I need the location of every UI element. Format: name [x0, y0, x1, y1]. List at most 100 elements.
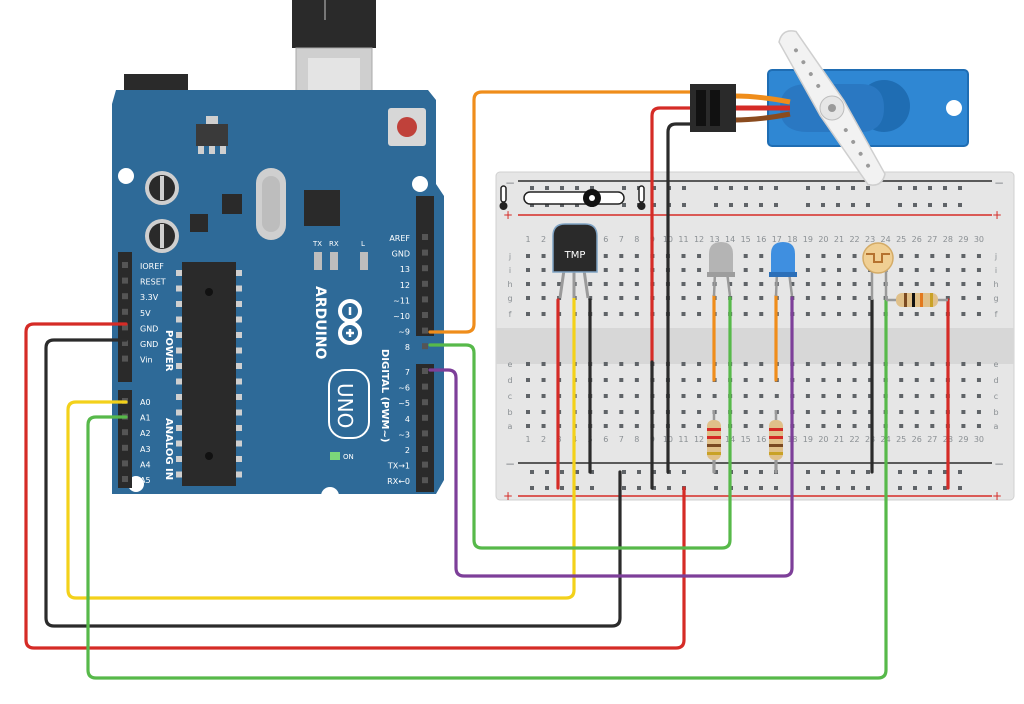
- digital-pin-label: 8: [405, 343, 410, 352]
- analog-pin-label: A1: [140, 414, 151, 423]
- row-letter-label: d: [507, 376, 512, 385]
- row-letter-label: c: [508, 392, 512, 401]
- digital-pin-label: 2: [405, 446, 410, 455]
- column-number-label: 23: [865, 435, 875, 444]
- rail-plus-bottom-left: +: [503, 489, 513, 503]
- row-letter-label: e: [508, 360, 513, 369]
- uno-badge: UNO: [328, 369, 370, 439]
- blue-led[interactable]: [769, 242, 797, 297]
- digital-pin-label: 4: [405, 415, 410, 424]
- temperature-sensor[interactable]: TMP: [552, 223, 598, 299]
- digital-pin-label: 12: [400, 281, 410, 290]
- row-letter-label: a: [508, 422, 513, 431]
- arduino-logo: [338, 299, 362, 345]
- row-letter-label: b: [507, 408, 512, 417]
- rail-plus-bottom-right: +: [992, 489, 1002, 503]
- digital-pin-label: ~6: [398, 384, 410, 393]
- column-number-label: 25: [896, 235, 906, 244]
- microcontroller-chip: [176, 262, 242, 486]
- servo-motor[interactable]: [690, 25, 969, 191]
- arduino-uno-board: TX RX L ON ARDUINO UNO DIGITAL: [112, 90, 444, 505]
- digital-pin-label: ~9: [398, 328, 410, 337]
- wire-pin9-orange: [428, 90, 694, 334]
- resistor[interactable]: [769, 410, 783, 460]
- row-letter-label: j: [994, 252, 997, 261]
- rail-plus-top-left: +: [503, 208, 513, 222]
- column-number-label: 11: [678, 235, 688, 244]
- column-number-label: 17: [772, 235, 782, 244]
- column-number-label: 21: [834, 435, 844, 444]
- column-number-label: 29: [958, 235, 968, 244]
- white-led[interactable]: [707, 242, 735, 297]
- power-pin-label: RESET: [140, 278, 166, 287]
- column-number-label: 7: [619, 435, 624, 444]
- row-letter-label: d: [993, 376, 998, 385]
- analog-pin-label: A4: [140, 460, 151, 469]
- column-number-label: 28: [943, 235, 953, 244]
- digital-header-title: DIGITAL (PWM~): [379, 349, 390, 442]
- photoresistor[interactable]: [862, 242, 894, 300]
- row-letter-label: i: [995, 266, 997, 275]
- column-number-label: 18: [787, 235, 797, 244]
- resistor[interactable]: [886, 293, 948, 307]
- on-led-label: ON: [343, 453, 354, 461]
- power-pin-label: GND: [140, 340, 158, 349]
- power-pin-label: GND: [140, 324, 158, 333]
- wire-5v-red: [24, 322, 686, 650]
- resistor[interactable]: [707, 410, 721, 460]
- analog-pin-label: A2: [140, 429, 151, 438]
- arduino-brand-text: ARDUINO: [312, 286, 328, 360]
- digital-pin-label: 13: [400, 265, 410, 274]
- analog-pin-label: A0: [140, 398, 151, 407]
- wire-pin8-green: [428, 296, 732, 550]
- column-number-label: 2: [541, 235, 546, 244]
- row-letter-label: g: [507, 294, 512, 303]
- digital-pin-label: AREF: [389, 234, 410, 243]
- digital-pin-label: ~5: [398, 399, 410, 408]
- analog-pin-label: A3: [140, 445, 151, 454]
- temperature-slider[interactable]: [523, 189, 625, 207]
- crystal-oscillator: [256, 168, 286, 240]
- rail-minus-top-left: −: [505, 176, 515, 190]
- wire-a0-yellow: [66, 296, 576, 600]
- analog-header-title: ANALOG IN: [163, 418, 174, 480]
- wires: [24, 90, 950, 680]
- column-number-label: 6: [603, 435, 608, 444]
- digital-pin-label: RX←0: [387, 477, 410, 486]
- column-number-label: 15: [741, 235, 751, 244]
- row-letter-label: f: [509, 310, 512, 319]
- column-number-label: 19: [803, 435, 813, 444]
- digital-pin-label: 7: [405, 368, 410, 377]
- column-number-label: 2: [541, 435, 546, 444]
- row-letter-label: c: [994, 392, 998, 401]
- column-number-label: 26: [912, 435, 922, 444]
- rx-led-label: RX: [329, 240, 339, 248]
- row-letter-label: j: [508, 252, 511, 261]
- column-number-label: 12: [694, 235, 704, 244]
- thermometer-icon: [499, 185, 508, 210]
- column-number-label: 15: [741, 435, 751, 444]
- column-number-label: 14: [725, 235, 735, 244]
- rail-minus-bottom-left: −: [505, 457, 515, 471]
- column-number-label: 21: [834, 235, 844, 244]
- column-number-label: 11: [678, 435, 688, 444]
- tmp-sensor-label: TMP: [564, 250, 586, 261]
- column-number-label: 8: [634, 435, 639, 444]
- row-letter-label: a: [994, 422, 999, 431]
- wire-servo-black: [666, 122, 696, 364]
- reset-button[interactable]: [388, 108, 426, 146]
- digital-pin-label: ~3: [398, 430, 410, 439]
- power-pin-label: Vin: [140, 356, 153, 365]
- row-letter-label: i: [509, 266, 511, 275]
- column-number-label: 1: [525, 435, 530, 444]
- column-number-label: 27: [927, 435, 937, 444]
- column-number-label: 22: [849, 235, 859, 244]
- column-number-label: 12: [694, 435, 704, 444]
- power-header-title: POWER: [163, 330, 174, 372]
- row-letter-label: h: [507, 280, 512, 289]
- wire-a1-green: [86, 298, 888, 680]
- column-number-label: 16: [756, 235, 766, 244]
- column-number-label: 19: [803, 235, 813, 244]
- wire-pin7-purple: [428, 296, 794, 578]
